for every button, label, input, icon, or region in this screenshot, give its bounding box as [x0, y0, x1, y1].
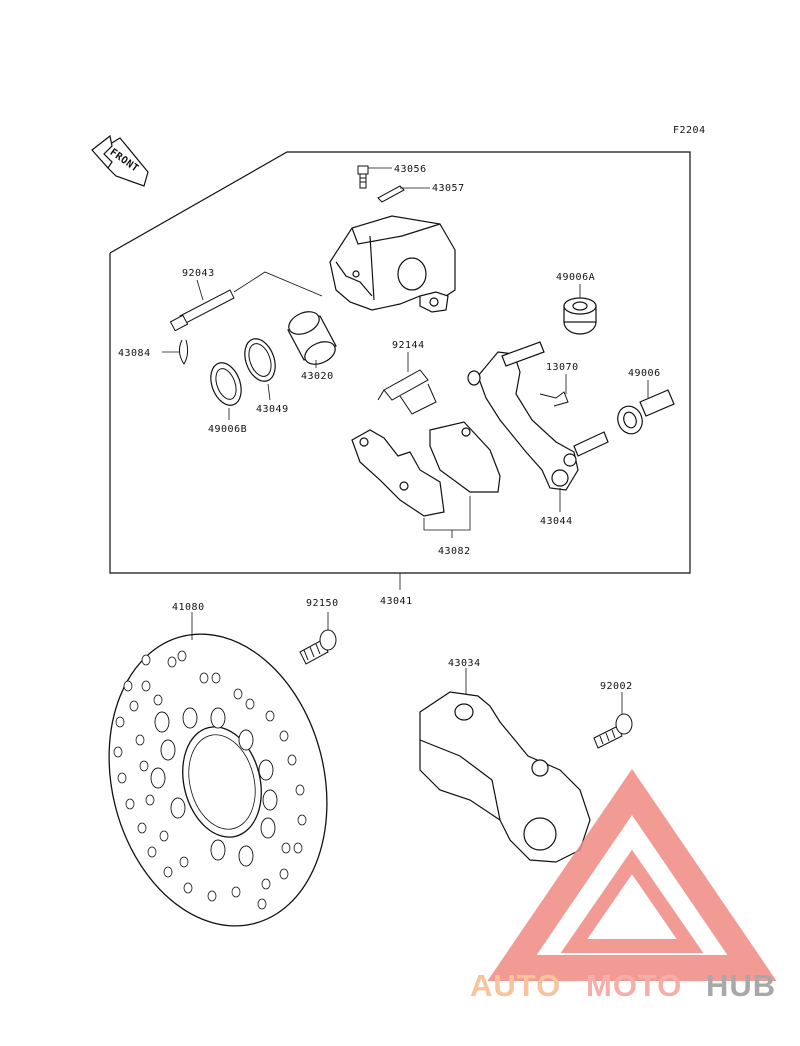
bleeder-valve	[357, 165, 369, 189]
label-13070: 13070	[546, 362, 579, 373]
pad-spring	[377, 369, 437, 415]
label-41080: 41080	[172, 602, 205, 613]
watermark-logo: AUTO MOTO HUB	[470, 768, 777, 1003]
label-49006A: 49006A	[556, 272, 595, 283]
retaining-clip	[178, 339, 189, 365]
label-43041: 43041	[380, 596, 413, 607]
disc-bolt	[299, 629, 337, 665]
dust-boot-lower	[617, 389, 675, 435]
label-43049: 43049	[256, 404, 289, 415]
label-43020: 43020	[301, 371, 334, 382]
watermark-auto: AUTO	[470, 968, 561, 1003]
seal-ring-inner	[215, 368, 237, 400]
label-49006: 49006	[628, 368, 661, 379]
label-92002: 92002	[600, 681, 633, 692]
piston-seal-inner	[248, 343, 272, 377]
label-92043: 92043	[182, 268, 215, 279]
mounting-bracket	[419, 691, 591, 863]
figure-code: F2204	[673, 125, 706, 136]
assembly-outline	[109, 151, 691, 574]
brake-pad-back	[429, 421, 501, 493]
label-43057: 43057	[432, 183, 465, 194]
piston	[287, 311, 337, 365]
label-43084: 43084	[118, 348, 151, 359]
bleeder-cap	[377, 185, 405, 203]
watermark-moto: MOTO	[586, 968, 682, 1003]
dust-boot-upper	[563, 297, 597, 335]
label-92144: 92144	[392, 340, 425, 351]
front-arrow-icon: FRONT	[91, 134, 149, 187]
label-92150: 92150	[306, 598, 339, 609]
label-49006B: 49006B	[208, 424, 247, 435]
label-43056: 43056	[394, 164, 427, 175]
bracket-bolt	[593, 713, 633, 749]
label-43044: 43044	[540, 516, 573, 527]
label-43082: 43082	[438, 546, 471, 557]
caliper-body	[329, 215, 456, 313]
caliper-bracket	[467, 341, 609, 491]
pin-bolt	[169, 289, 235, 332]
brake-pad-front	[351, 429, 445, 517]
label-43034: 43034	[448, 658, 481, 669]
bracket-clip	[539, 391, 569, 407]
brake-disc	[108, 633, 328, 927]
watermark-hub: HUB	[706, 968, 776, 1003]
